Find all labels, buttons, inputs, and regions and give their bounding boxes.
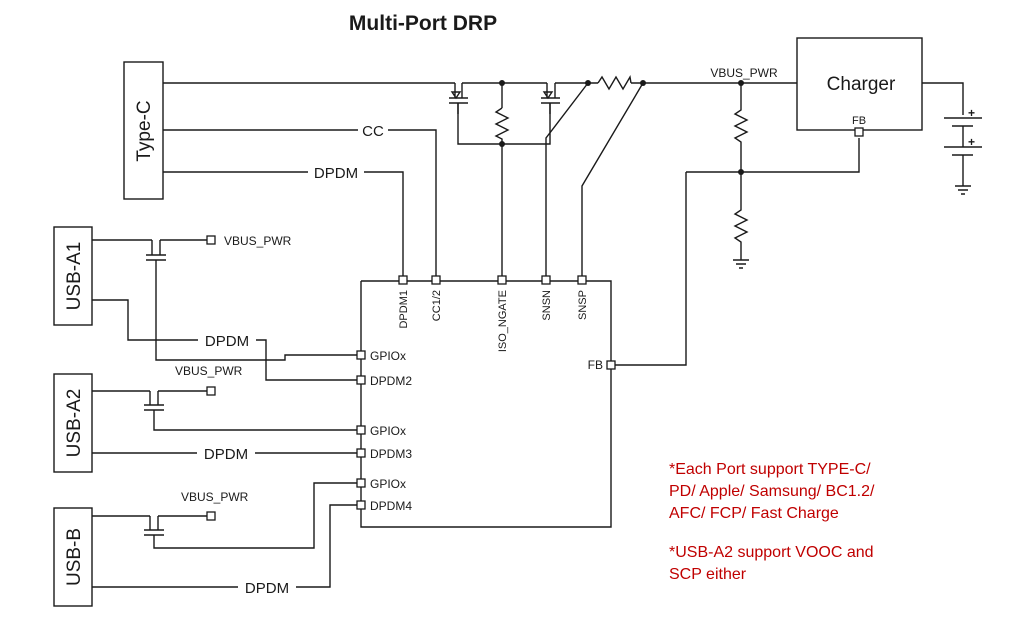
note-line-5: SCP either bbox=[669, 566, 747, 583]
battery-plus-1: + bbox=[968, 106, 975, 120]
pin-label-snsn: SNSN bbox=[541, 290, 553, 321]
pin-label-dpdm1: DPDM1 bbox=[398, 290, 410, 329]
net-labels: CC DPDM DPDM DPDM DPDM VBUS_PWR VBUS_PWR… bbox=[175, 122, 388, 597]
pin-dpdm2 bbox=[356, 375, 366, 385]
cc-net-label: CC bbox=[362, 123, 384, 140]
vbus-a2-label: VBUS_PWR bbox=[175, 364, 243, 378]
pin-fb bbox=[606, 360, 616, 370]
pin-label-gpiox-a1: GPIOx bbox=[370, 349, 406, 363]
pin-gpiox-b bbox=[356, 478, 366, 488]
support-notes: *Each Port support TYPE-C/ PD/ Apple/ Sa… bbox=[669, 461, 875, 583]
dpdm-a2-net-label: DPDM bbox=[204, 446, 248, 463]
usb-a1-port: USB-A1 bbox=[53, 226, 93, 326]
pin-label-dpdm4: DPDM4 bbox=[370, 499, 412, 513]
dpdm-typec-net-label: DPDM bbox=[314, 165, 358, 182]
charger-label: Charger bbox=[827, 74, 896, 95]
vbus-a1-label: VBUS_PWR bbox=[224, 234, 292, 248]
dpdm-b-net-label: DPDM bbox=[245, 580, 289, 597]
charger-fb-pin bbox=[854, 127, 864, 137]
pin-dpdm4 bbox=[356, 500, 366, 510]
vbus-pwr-label-main: VBUS_PWR bbox=[710, 66, 778, 80]
pin-label-gpiox-a2: GPIOx bbox=[370, 424, 406, 438]
controller-left-pins: GPIOx DPDM2 GPIOx DPDM3 GPIOx DPDM4 bbox=[356, 349, 412, 513]
charger-block: Charger FB bbox=[796, 37, 923, 137]
pin-label-fb: FB bbox=[588, 358, 603, 372]
pin-dpdm1 bbox=[398, 275, 408, 285]
note-line-1: *Each Port support TYPE-C/ bbox=[669, 461, 871, 478]
note-line-4: *USB-A2 support VOOC and bbox=[669, 544, 874, 561]
wires bbox=[92, 74, 982, 588]
dpdm-a1-net-label: DPDM bbox=[205, 333, 249, 350]
battery-symbol: + + bbox=[968, 106, 975, 149]
charger-fb-label: FB bbox=[852, 115, 866, 127]
vbus-b-port bbox=[206, 511, 216, 521]
pin-snsn bbox=[541, 275, 551, 285]
controller-top-pins: DPDM1 CC1/2 ISO_NGATE SNSN SNSP bbox=[398, 275, 589, 352]
diagram-title: Multi-Port DRP bbox=[349, 12, 497, 35]
pin-iso-ngate bbox=[497, 275, 507, 285]
pin-cc12 bbox=[431, 275, 441, 285]
note-line-2: PD/ Apple/ Samsung/ BC1.2/ bbox=[669, 483, 875, 500]
vbus-a1-port bbox=[206, 235, 216, 245]
usb-b-port: USB-B bbox=[53, 507, 93, 607]
battery-plus-2: + bbox=[968, 135, 975, 149]
type-c-label: Type-C bbox=[134, 100, 155, 161]
vbus-b-label: VBUS_PWR bbox=[181, 490, 249, 504]
pin-label-snsp: SNSP bbox=[577, 290, 589, 320]
usb-b-label: USB-B bbox=[64, 528, 85, 586]
usb-a2-port: USB-A2 bbox=[53, 373, 93, 473]
pin-gpiox-a1 bbox=[356, 350, 366, 360]
pin-label-iso-ngate: ISO_NGATE bbox=[497, 290, 509, 352]
usb-a1-label: USB-A1 bbox=[64, 242, 85, 311]
pin-label-dpdm3: DPDM3 bbox=[370, 447, 412, 461]
controller-right-pin: FB bbox=[588, 358, 616, 372]
pin-label-cc12: CC1/2 bbox=[431, 290, 443, 321]
usb-a2-label: USB-A2 bbox=[64, 389, 85, 458]
pin-label-dpdm2: DPDM2 bbox=[370, 374, 412, 388]
vbus-a2-port bbox=[206, 386, 216, 396]
pin-snsp bbox=[577, 275, 587, 285]
pin-label-gpiox-b: GPIOx bbox=[370, 477, 406, 491]
junction-dots bbox=[499, 80, 744, 175]
pin-dpdm3 bbox=[356, 448, 366, 458]
pin-gpiox-a2 bbox=[356, 425, 366, 435]
type-c-port: Type-C bbox=[123, 61, 164, 200]
note-line-3: AFC/ FCP/ Fast Charge bbox=[669, 505, 839, 522]
